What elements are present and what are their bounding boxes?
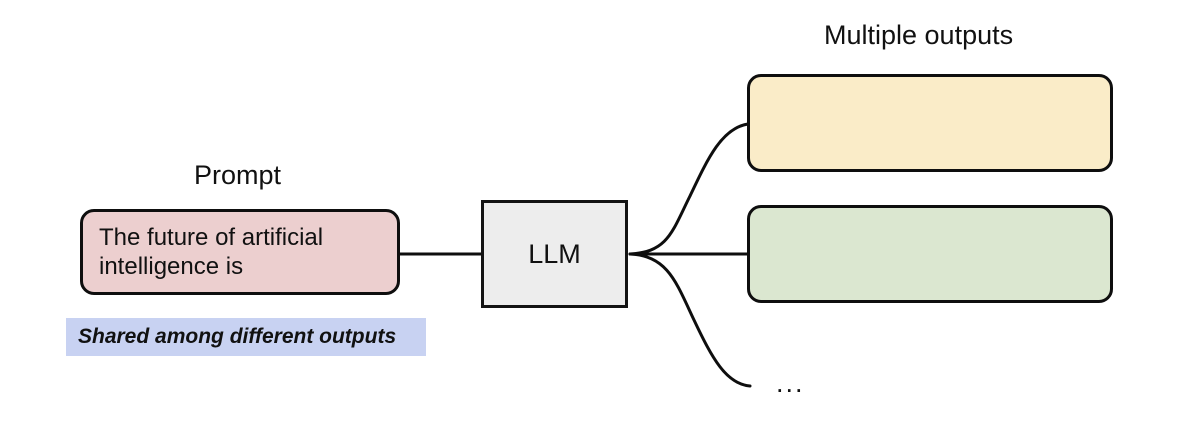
prompt-box-text: The future of artificial intelligence is bbox=[99, 223, 324, 280]
llm-box-label: LLM bbox=[528, 238, 581, 269]
prompt-box[interactable]: The future of artificial intelligence is bbox=[80, 209, 400, 295]
llm-box[interactable]: LLM bbox=[481, 200, 628, 308]
ellipsis-more-outputs: ... bbox=[776, 368, 805, 398]
multiple-outputs-label: Multiple outputs bbox=[824, 20, 1014, 50]
prompt-label: Prompt bbox=[194, 160, 282, 190]
shared-among-outputs-note: Shared among different outputs bbox=[66, 318, 426, 356]
connector-llm-to-ellipsis bbox=[628, 252, 752, 388]
output-box-1[interactable] bbox=[747, 74, 1113, 172]
connector-llm-to-output-1 bbox=[628, 122, 750, 256]
shared-among-outputs-note-text: Shared among different outputs bbox=[78, 325, 397, 348]
output-box-2[interactable] bbox=[747, 205, 1113, 303]
